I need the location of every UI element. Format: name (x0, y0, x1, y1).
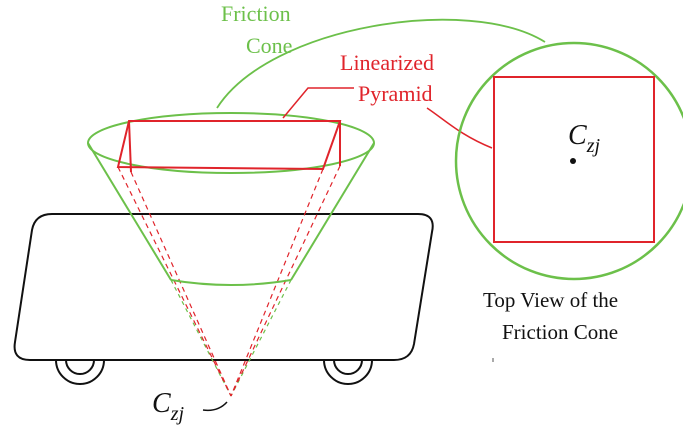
friction-cone-label-line2: Cone (246, 33, 293, 58)
contact-point-pointer (202, 401, 228, 412)
topview-pyramid-square (493, 76, 655, 243)
contact-point-sub: zj (170, 403, 185, 425)
top-view-label-line2: Friction Cone (502, 320, 619, 344)
left-wheel (55, 359, 105, 385)
top-view-label-line1: Top View of the (483, 288, 619, 312)
robot-body (13, 213, 434, 361)
pyramid-label-pointer (282, 87, 354, 119)
linearized-pyramid-label-line1: Linearized (340, 50, 435, 75)
linearized-pyramid-label-line2: Pyramid (358, 81, 433, 106)
friction-cone (87, 112, 375, 286)
cone-to-topview-connector (216, 18, 546, 109)
topview-contact-point-sub: zj (586, 135, 601, 157)
contact-point-label: Czj (152, 388, 184, 425)
cone-apex-dashes (170, 279, 292, 397)
friction-cone-label-line1: Friction (221, 1, 291, 26)
topview-contact-dot (570, 158, 576, 164)
linearized-pyramid (116, 120, 342, 173)
right-wheel (323, 359, 373, 385)
topview-pyramid-pointer (426, 107, 493, 149)
topview-contact-point-main: C (568, 120, 587, 151)
topview-contact-point-label: Czj (568, 120, 600, 157)
topview-cone-circle (454, 41, 683, 281)
contact-point-main: C (152, 388, 171, 419)
